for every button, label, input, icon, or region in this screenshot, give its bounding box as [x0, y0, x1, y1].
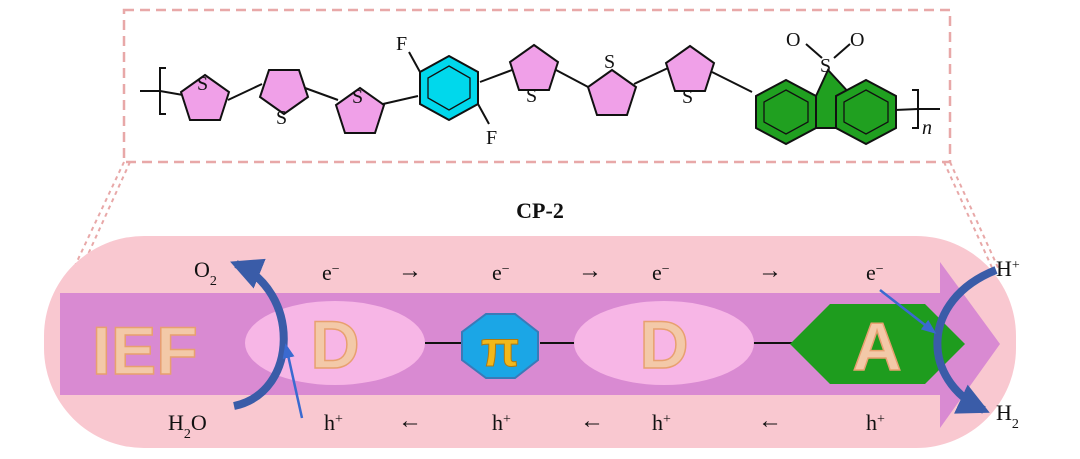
svg-text:e−: e−: [652, 260, 670, 285]
sulfone-oxygen-left: O: [786, 29, 800, 51]
svg-text:D: D: [639, 307, 688, 383]
thiophene-ring-3: S: [334, 86, 386, 134]
thiophene-ring-2: S: [258, 69, 310, 129]
donor-unit-2: D: [574, 301, 754, 385]
svg-text:h+: h+: [492, 410, 511, 435]
sulfone-oxygen-right: O: [850, 29, 864, 51]
svg-text:←: ←: [398, 408, 422, 434]
thiophene-ring-6: S: [664, 44, 716, 108]
repeat-subscript-n: n: [922, 117, 932, 139]
hole-transfer-arrow-icon: [282, 343, 304, 419]
oxygen-product-label: O2: [194, 257, 217, 289]
svg-text:h+: h+: [866, 410, 885, 435]
svg-text:S: S: [604, 51, 615, 73]
polymer-structure: n S S S S: [71, 8, 1001, 273]
hydrogen-product-label: H2: [996, 400, 1019, 432]
fluorine-top: F: [396, 33, 407, 55]
water-oxidation-curve-icon: [230, 258, 288, 410]
proton-reduction-curve-icon: [933, 266, 998, 414]
hole-flow-row: h+ ← h+ ← h+ ← h+: [324, 408, 885, 435]
polymer-name: CP-2: [516, 198, 564, 223]
svg-text:←: ←: [580, 408, 604, 434]
electron-transfer-arrow-icon: [879, 289, 937, 334]
svg-text:D: D: [310, 307, 359, 383]
thiophene-ring-4: S: [508, 43, 560, 107]
svg-text:←: ←: [758, 408, 782, 434]
svg-text:S: S: [682, 86, 693, 108]
electron-flow-row: e− → e− → e− → e−: [322, 258, 884, 285]
svg-text:h+: h+: [324, 410, 343, 435]
mechanism-panel: IEF D π D A: [44, 236, 1020, 448]
pi-bridge-unit: π: [461, 313, 539, 379]
svg-text:S: S: [197, 73, 208, 95]
svg-text:π: π: [481, 321, 519, 377]
fluorine-bottom: F: [486, 127, 497, 149]
proton-reactant-label: H+: [996, 256, 1020, 281]
thiophene-ring-5: S: [586, 51, 638, 116]
thiophene-ring-1: S: [179, 73, 231, 121]
svg-text:→: →: [398, 258, 422, 284]
svg-text:S: S: [526, 85, 537, 107]
difluorobenzene-ring: F F: [396, 33, 497, 149]
svg-text:S: S: [276, 107, 287, 129]
water-reactant-label: H2O: [168, 410, 207, 442]
dibenzothiophene-sulfone: S O O: [755, 29, 897, 146]
ief-label: IEF: [92, 313, 198, 389]
svg-text:h+: h+: [652, 410, 671, 435]
sulfone-sulfur: S: [820, 55, 831, 77]
svg-text:e−: e−: [866, 260, 884, 285]
svg-text:e−: e−: [322, 260, 340, 285]
svg-text:e−: e−: [492, 260, 510, 285]
svg-text:→: →: [578, 258, 602, 284]
svg-text:A: A: [852, 309, 901, 385]
svg-text:S: S: [352, 86, 363, 108]
inter-ring-bonds: [159, 67, 919, 111]
donor-unit-1: D: [245, 301, 425, 385]
svg-text:→: →: [758, 258, 782, 284]
